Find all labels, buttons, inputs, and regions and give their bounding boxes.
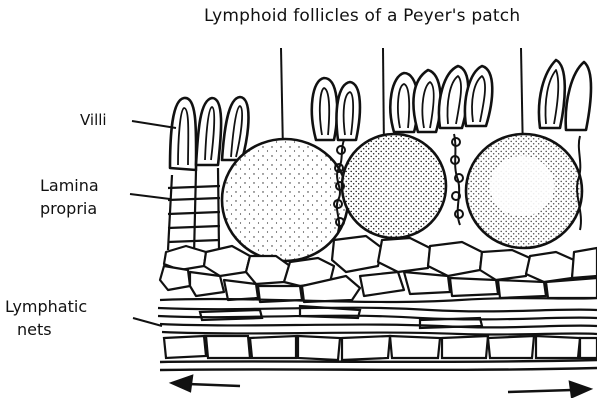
direction-arrows	[172, 376, 590, 397]
pointer-lymphatic	[133, 318, 162, 326]
germinal-centre	[490, 156, 554, 216]
villus	[196, 98, 221, 165]
pointer-lamina	[130, 194, 170, 199]
villus	[413, 70, 440, 132]
arrow-left	[188, 384, 240, 386]
label-lamina-line2: propria	[40, 197, 99, 220]
arrow-right	[508, 390, 572, 392]
pointer-villi	[132, 121, 176, 128]
pointer-follicle-1	[281, 48, 283, 152]
villus	[539, 60, 565, 128]
label-lymphatic-nets: Lymphatic nets	[5, 295, 87, 341]
muscle-layer	[160, 360, 597, 370]
label-lymphatic-line2: nets	[5, 318, 87, 341]
villus	[566, 62, 591, 130]
lymphatic-layers	[158, 298, 597, 335]
villus	[465, 66, 492, 126]
label-lymphatic-line1: Lymphatic	[5, 295, 87, 318]
villus	[439, 66, 468, 128]
label-lamina-propria: Lamina propria	[40, 174, 99, 220]
bottom-cells	[164, 336, 597, 360]
epithelial-column	[168, 168, 220, 255]
label-lamina-line1: Lamina	[40, 174, 99, 197]
diagram-title: Lymphoid follicles of a Peyer's patch	[204, 6, 520, 26]
label-villi: Villi	[80, 111, 107, 129]
villus	[337, 82, 360, 140]
villus	[222, 97, 249, 160]
